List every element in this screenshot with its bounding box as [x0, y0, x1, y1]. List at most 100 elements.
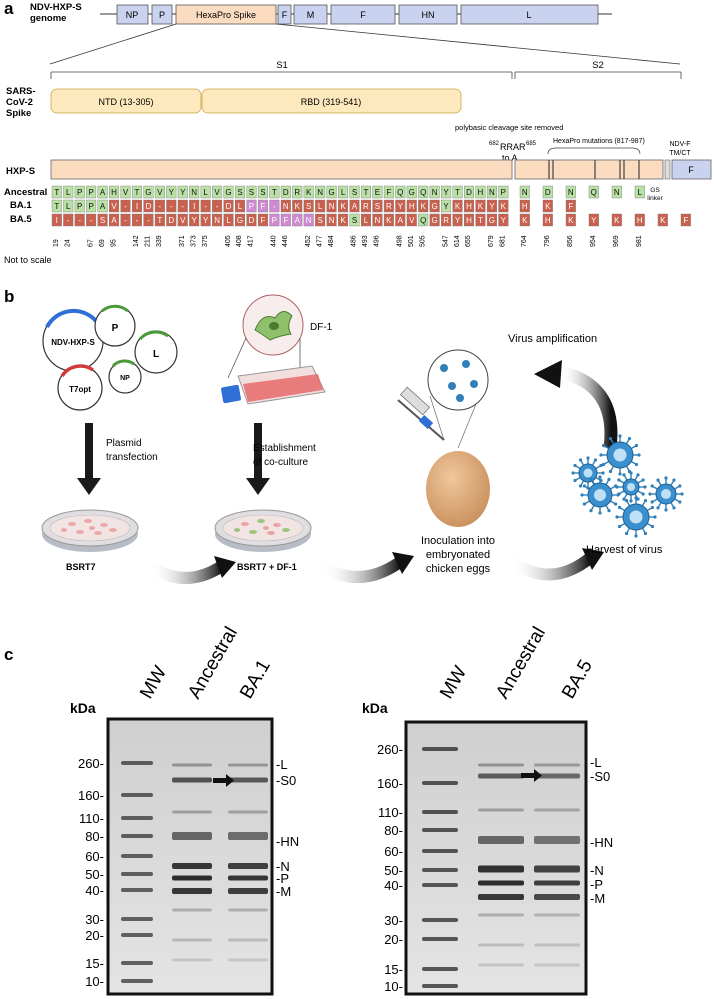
mutation-cell: [257, 185, 268, 199]
mutation-residue: G: [328, 188, 334, 197]
mutation-cell: [338, 185, 349, 199]
mw-ladder-band: [121, 961, 153, 965]
mutation-cell: [406, 185, 417, 199]
s1-bracket: [50, 71, 513, 79]
mutation-cell: [223, 199, 234, 213]
mutation-cell: [486, 213, 497, 227]
mutation-residue: V: [214, 188, 220, 197]
rrar-to-a: to A: [502, 153, 518, 163]
mutation-residue: K: [386, 216, 392, 225]
mutation-residue: Y: [180, 188, 186, 197]
sample-band: [228, 863, 268, 869]
sample-band: [478, 913, 524, 917]
mutation-residue: D: [466, 188, 472, 197]
sample-band: [534, 894, 580, 900]
mutation-residue: N: [432, 188, 438, 197]
gel2-marker-15: 15-: [384, 962, 403, 977]
mutation-cell: [74, 199, 85, 213]
mutation-cell: [452, 213, 463, 227]
mw-ladder-band: [121, 761, 153, 765]
mutation-residue: I: [136, 202, 138, 211]
mw-ladder-band: [422, 810, 458, 814]
syringe-icon: [397, 386, 445, 441]
variant-ba1: BA.1: [10, 200, 32, 211]
mutation-cell: [372, 185, 383, 199]
position-label: 505: [419, 235, 426, 247]
gel1-band-s0: -S0: [276, 773, 296, 788]
mutation-cell: [395, 213, 406, 227]
mutation-cell: [212, 213, 223, 227]
position-label: 446: [282, 235, 289, 247]
s1-label: S1: [276, 60, 288, 71]
sample-band: [478, 943, 524, 947]
mutation-cell: [634, 185, 645, 199]
segment-f: [330, 4, 396, 25]
mutation-cell: [212, 199, 223, 213]
mutation-cell: [97, 213, 108, 227]
mutation-residue: K: [340, 202, 346, 211]
mutation-residue: F: [568, 202, 573, 211]
position-label: 493: [362, 235, 369, 247]
spike-label-line1: SARS-: [6, 86, 36, 97]
mutation-residue: T: [455, 188, 460, 197]
mutation-residue: T: [54, 188, 59, 197]
mw-ladder-band: [422, 828, 458, 832]
gel1-marker-60: 60-: [85, 849, 104, 864]
mutation-cell: [131, 185, 142, 199]
rrar-text: RRAR: [500, 142, 526, 152]
segment-np: [116, 4, 149, 25]
position-label: 405: [225, 235, 232, 247]
mutation-cell: [406, 213, 417, 227]
gel2-marker-30: 30-: [384, 913, 403, 928]
virion-icon: [599, 434, 641, 476]
mutation-cell: [166, 185, 177, 199]
plasmid-p-label: P: [112, 323, 119, 334]
mutation-cell: [441, 185, 452, 199]
gel2-frame: [404, 720, 588, 996]
gel2-band-l: -L: [590, 755, 602, 770]
mutation-residue: S: [317, 216, 322, 225]
mutation-residue: L: [226, 216, 231, 225]
genome-label-line1: NDV-HXP-S: [30, 2, 82, 13]
position-label: 142: [133, 235, 140, 247]
mutation-residue: P: [88, 202, 93, 211]
mutation-cell: [74, 213, 85, 227]
sample-band: [228, 777, 268, 783]
mutation-residue: R: [386, 202, 392, 211]
gel1-band-m: -M: [276, 884, 291, 899]
mutation-residue: G: [432, 216, 438, 225]
mutation-residue: N: [214, 216, 220, 225]
mutation-residue: G: [145, 188, 151, 197]
rrar-sup-start: 682: [489, 141, 500, 147]
egg-label-line2: embryonated: [426, 549, 490, 561]
mutation-cell: [109, 213, 120, 227]
zoom-line-right: [275, 23, 681, 65]
mutation-cell: [177, 213, 188, 227]
plasmid-p: P: [94, 304, 136, 347]
ndv-f-tmct: [671, 159, 712, 180]
mw-ladder-band: [121, 816, 153, 820]
position-label: 614: [454, 235, 461, 247]
virus-particles: [571, 434, 684, 538]
mutation-cell: [498, 199, 509, 213]
variant-ancestral: Ancestral: [4, 187, 47, 198]
mutation-residue: A: [100, 188, 106, 197]
gs-label-line1: GS: [650, 187, 660, 194]
mutation-residue: Y: [398, 202, 404, 211]
mutation-cell: [464, 185, 475, 199]
mw-ladder-band: [422, 967, 458, 971]
mutation-cell: [498, 213, 509, 227]
genome-label-line2: genome: [30, 13, 66, 24]
segment-hexapro-spike-label: HexaPro Spike: [196, 10, 256, 20]
egg-label-line3: chicken eggs: [426, 563, 491, 575]
position-label: 69: [99, 239, 106, 247]
mutation-cell: [143, 185, 154, 199]
position-label: 655: [465, 235, 472, 247]
mutation-residue: K: [295, 202, 301, 211]
mutation-residue: V: [123, 188, 129, 197]
mutation-cell: [234, 213, 245, 227]
mutation-residue: N: [306, 216, 312, 225]
mutation-residue: K: [340, 216, 346, 225]
mutation-residue: K: [522, 216, 528, 225]
